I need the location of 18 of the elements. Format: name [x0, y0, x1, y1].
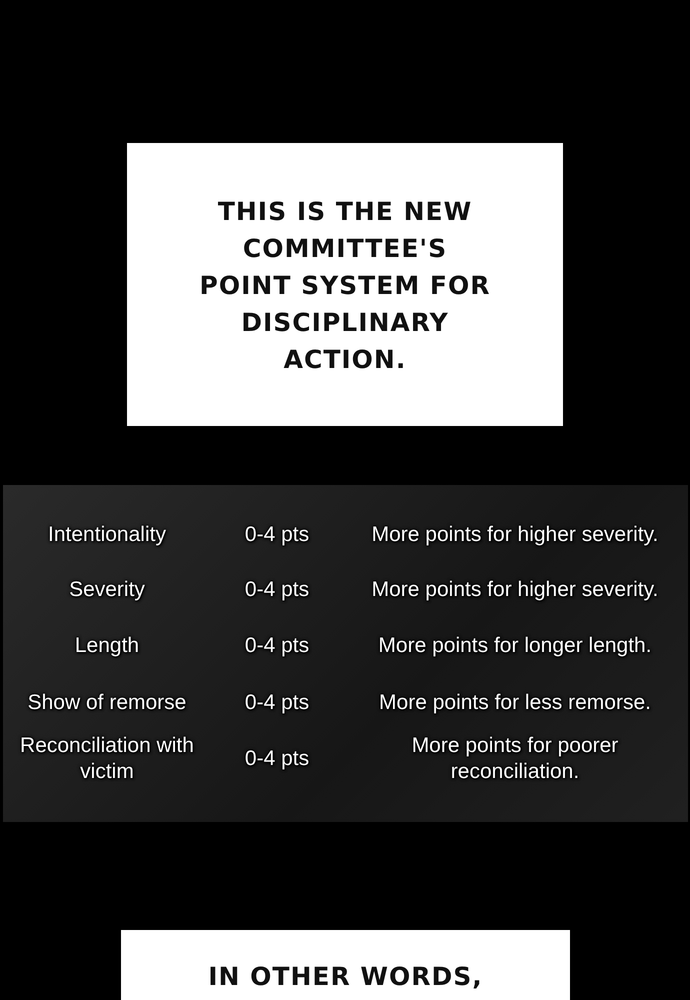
table-cell: More points for longer length.	[378, 633, 652, 659]
table-cell-text: More points for poorer reconciliation.	[410, 733, 620, 785]
table-cell-text: 0-4 pts	[244, 633, 310, 659]
table-cell: More points for higher severity.	[372, 522, 658, 548]
table-cell-text: 0-4 pts	[244, 746, 310, 772]
table-cell: More points for less remorse.	[379, 690, 651, 716]
caption-text: THIS IS THE NEW COMMITTEE'S POINT SYSTEM FOR DISCIPLINARY ACTION.	[198, 196, 492, 376]
table-cell: More points for higher severity.	[372, 577, 658, 603]
table-cell-text: 0-4 pts	[244, 522, 310, 548]
table-cell-text: Show of remorse	[26, 690, 188, 716]
table-cell-text: Intentionality	[47, 522, 167, 548]
table-cell-text: Reconciliation with victim	[19, 733, 195, 785]
table-cell-text: Severity	[68, 577, 146, 603]
table-cell-text: Length	[74, 633, 140, 659]
table-cell-text: 0-4 pts	[244, 577, 310, 603]
caption-box	[127, 143, 563, 426]
caption-text: IN OTHER WORDS,	[207, 961, 484, 993]
table-cell-text: 0-4 pts	[244, 690, 310, 716]
